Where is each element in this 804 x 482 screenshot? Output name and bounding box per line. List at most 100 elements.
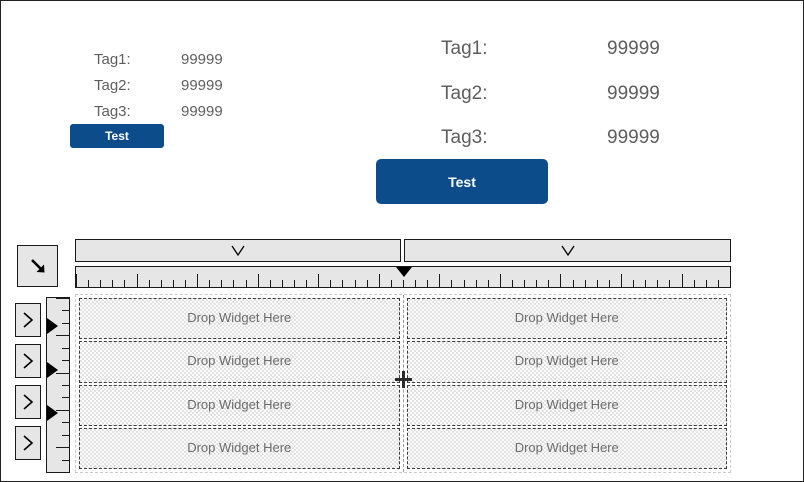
ruler-tick [706, 280, 707, 287]
ruler-tick [318, 274, 319, 287]
chevron-right-icon [23, 435, 34, 451]
ruler-tick [62, 360, 69, 361]
ruler-tick [100, 280, 101, 287]
ruler-tick [439, 274, 440, 287]
vertical-ruler[interactable] [46, 297, 70, 473]
drop-zone[interactable]: Drop Widget Here [79, 341, 400, 383]
tag-value-2: 99999 [607, 83, 660, 104]
ruler-tick [62, 472, 69, 473]
ruler-tick [730, 280, 731, 287]
ruler-tick [657, 280, 658, 287]
ruler-tick [185, 280, 186, 287]
ruler-marker-right-icon[interactable] [47, 318, 58, 334]
ruler-tick [233, 280, 234, 287]
drop-zone[interactable]: Drop Widget Here [79, 384, 400, 426]
ruler-tick [221, 280, 222, 287]
column-header-0[interactable] [75, 239, 401, 262]
tag-label-1: Tag1: [94, 51, 131, 68]
drop-column-0: Drop Widget Here Drop Widget Here Drop W… [76, 295, 404, 472]
tag-value-2: 99999 [181, 77, 223, 94]
ruler-tick [270, 280, 271, 287]
row-expand-button-2[interactable] [15, 385, 41, 419]
ruler-tick [560, 274, 561, 287]
tag-label-2: Tag2: [94, 77, 131, 94]
ruler-tick [585, 280, 586, 287]
ruler-tick [694, 280, 695, 287]
tag-label-3: Tag3: [94, 103, 131, 120]
tag-panel-small: Tag1: 99999 Tag2: 99999 Tag3: 99999 [1, 1, 381, 216]
ruler-tick [367, 280, 368, 287]
ruler-tick [476, 280, 477, 287]
ruler-tick [669, 280, 670, 287]
ruler-tick [451, 280, 452, 287]
ruler-tick [258, 274, 259, 287]
horizontal-ruler[interactable] [75, 266, 731, 288]
drop-zone[interactable]: Drop Widget Here [406, 341, 727, 383]
ruler-tick [56, 298, 69, 299]
ruler-tick [161, 280, 162, 287]
ruler-tick [548, 280, 549, 287]
drop-zone[interactable]: Drop Widget Here [406, 384, 727, 426]
tag-label-2: Tag2: [441, 83, 488, 104]
ruler-tick [488, 280, 489, 287]
ruler-tick [112, 280, 113, 287]
ruler-tick [62, 323, 69, 324]
ruler-tick [718, 280, 719, 287]
drop-column-1: Drop Widget Here Drop Widget Here Drop W… [404, 295, 731, 472]
ruler-tick [464, 280, 465, 287]
ruler-tick [56, 447, 69, 448]
ruler-tick [62, 397, 69, 398]
row-expand-button-1[interactable] [15, 344, 41, 378]
ruler-tick [88, 280, 89, 287]
test-button-small[interactable]: Test [70, 124, 164, 148]
ruler-tick [149, 280, 150, 287]
ruler-marker-right-icon[interactable] [47, 405, 58, 421]
ruler-tick [306, 280, 307, 287]
ruler-tick [379, 274, 380, 287]
expand-layout-button[interactable] [17, 245, 58, 287]
ruler-tick [62, 348, 69, 349]
column-header-1[interactable] [404, 239, 731, 262]
drop-zone[interactable]: Drop Widget Here [79, 298, 400, 340]
drop-zone[interactable]: Drop Widget Here [79, 427, 400, 469]
ruler-tick [294, 280, 295, 287]
ruler-tick [56, 373, 69, 374]
ruler-tick [597, 280, 598, 287]
ruler-tick [645, 280, 646, 287]
ruler-tick [56, 410, 69, 411]
ruler-tick [573, 280, 574, 287]
ruler-tick [282, 280, 283, 287]
ruler-tick [137, 274, 138, 287]
chevron-down-icon [231, 245, 245, 257]
row-expand-button-3[interactable] [15, 426, 41, 460]
ruler-tick [173, 280, 174, 287]
row-expand-button-0[interactable] [15, 303, 41, 337]
tag-value-3: 99999 [607, 127, 660, 148]
arrow-down-right-icon [30, 259, 44, 273]
ruler-tick [62, 310, 69, 311]
chevron-right-icon [23, 353, 34, 369]
ruler-tick [330, 280, 331, 287]
tag-value-3: 99999 [181, 103, 223, 120]
ruler-tick [246, 280, 247, 287]
ruler-marker-right-icon[interactable] [47, 362, 58, 378]
chevron-right-icon [23, 312, 34, 328]
ruler-tick [415, 280, 416, 287]
ruler-tick [62, 460, 69, 461]
ruler-tick [633, 280, 634, 287]
tag-value-1: 99999 [181, 51, 223, 68]
drop-zone[interactable]: Drop Widget Here [406, 427, 727, 469]
tag-label-1: Tag1: [441, 38, 488, 59]
ruler-tick [500, 274, 501, 287]
chevron-right-icon [23, 394, 34, 410]
drop-zone[interactable]: Drop Widget Here [406, 298, 727, 340]
ruler-tick [124, 280, 125, 287]
ruler-tick [682, 274, 683, 287]
ruler-tick [209, 280, 210, 287]
ruler-tick [524, 280, 525, 287]
ruler-tick [62, 435, 69, 436]
ruler-marker-down-icon[interactable] [396, 267, 412, 277]
test-button-large[interactable]: Test [376, 159, 548, 204]
ruler-tick [76, 274, 77, 287]
ruler-tick [355, 280, 356, 287]
